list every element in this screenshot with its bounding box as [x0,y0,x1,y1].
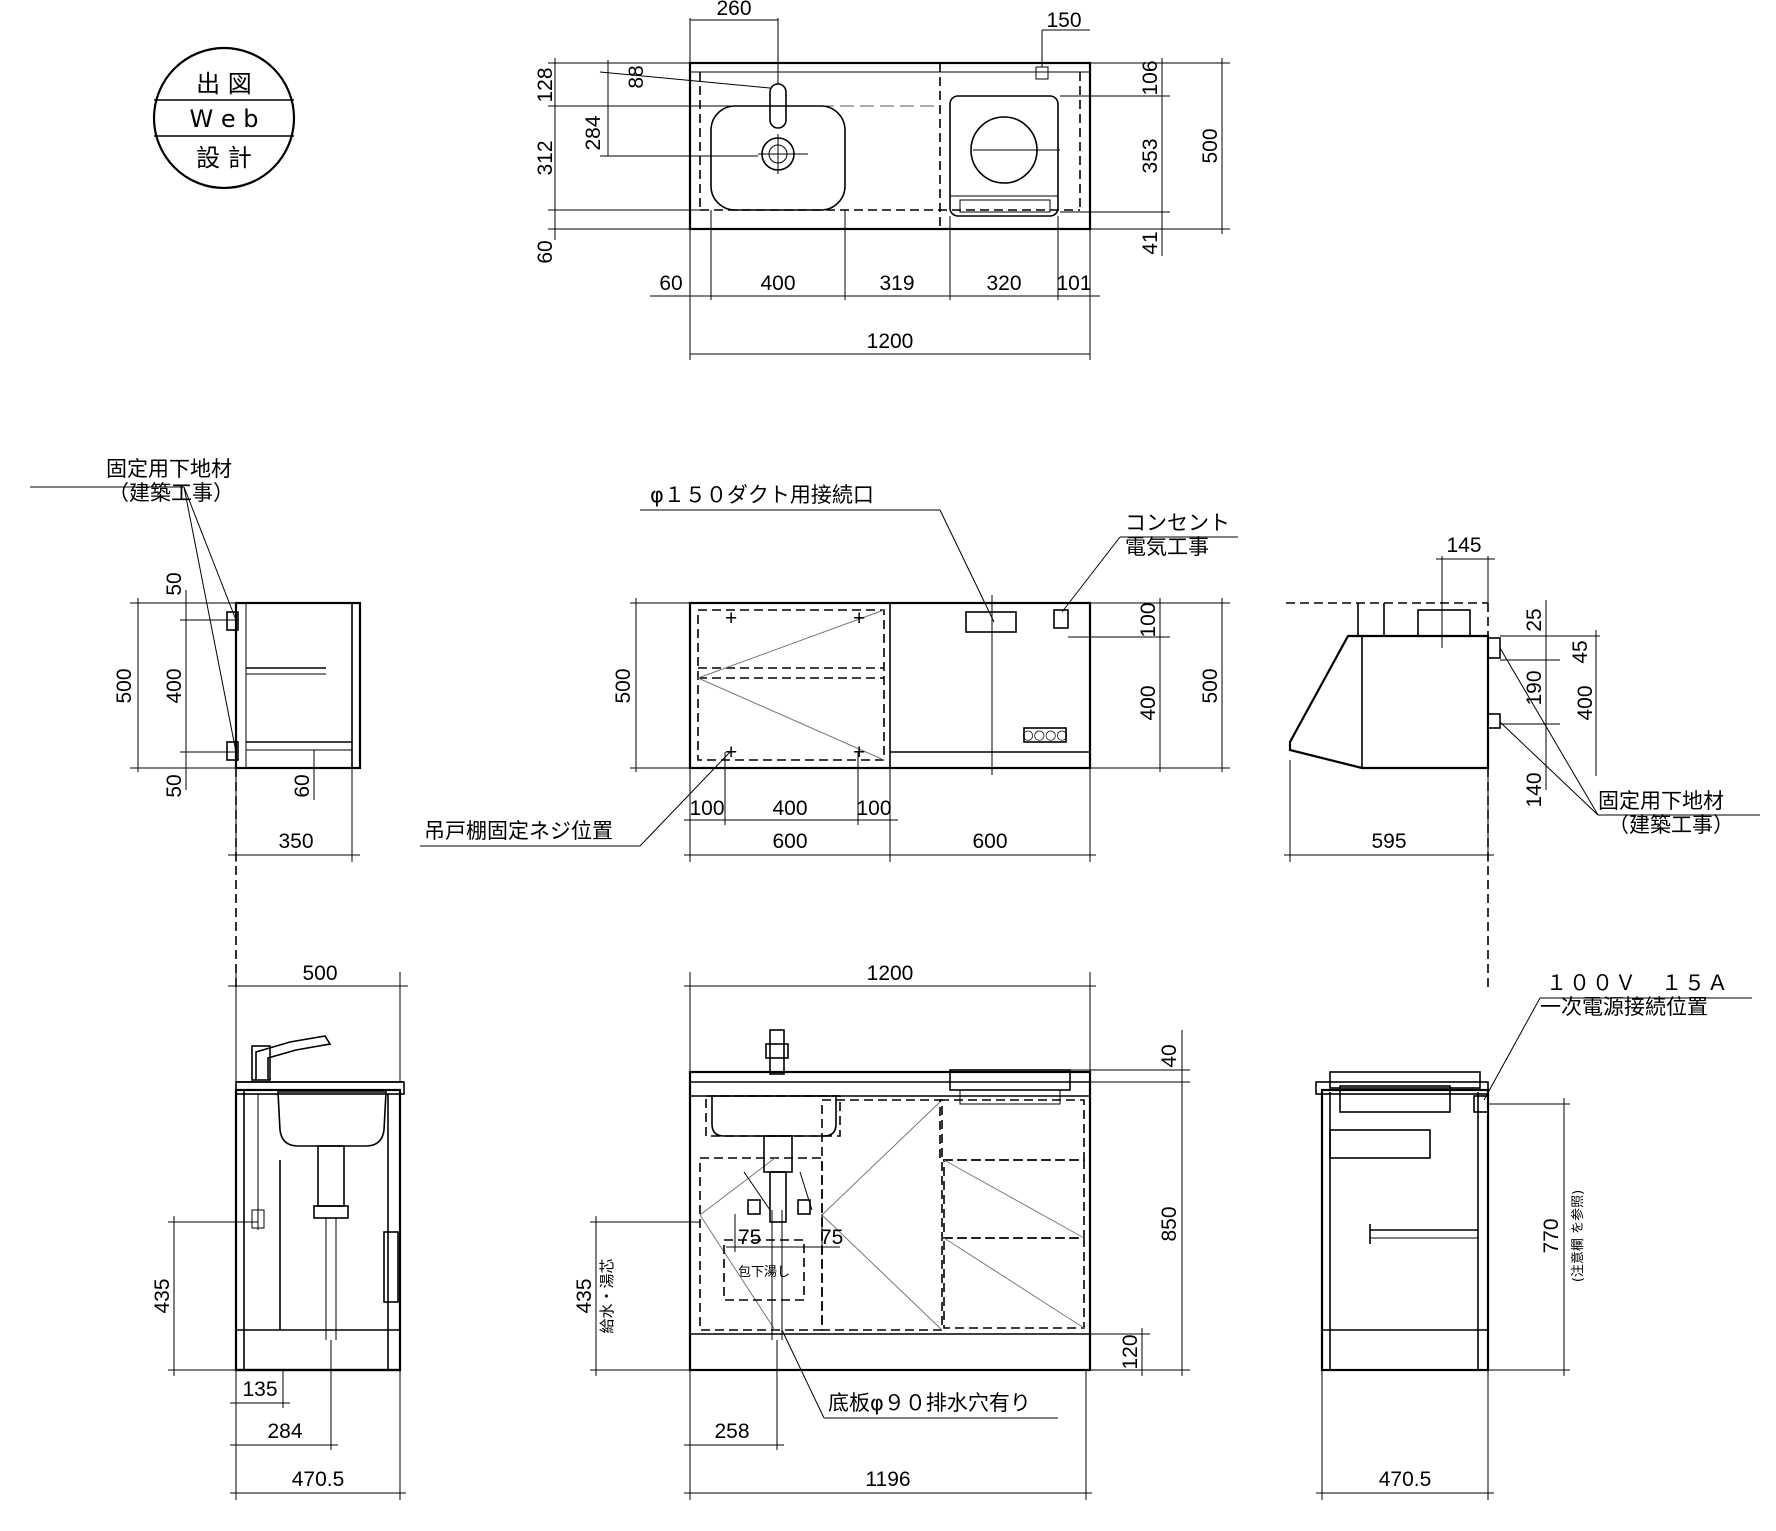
hood-side-view: 145 25 45 190 400 140 固定用下地材 （建築工事） 595 [1284,534,1760,862]
outlet-plan [1035,66,1049,80]
dimension-label: 600 [772,830,807,853]
dimension-label: 400 [1574,685,1597,720]
web-design-stamp: 出 図 W e b 設 計 [152,46,296,190]
stamp-line1: 出 図 [196,70,252,98]
pkg-label: 包下湯し [738,1265,790,1280]
dimension-label: 50 [163,572,186,595]
svg-text:+: + [853,741,865,764]
outlet-label: コンセント [1125,511,1230,535]
svg-text:+: + [725,607,737,630]
dimension-label: 470.5 [1379,1468,1432,1491]
sink-section [277,1091,387,1147]
dimension-label: 100 [1137,602,1160,637]
dimension-label: （建築工事） [108,481,234,505]
dimension-label: 350 [278,830,313,853]
dimension-label: 595 [1371,830,1406,853]
dimension-label: 145 [1446,534,1481,557]
dimension-label: 470.5 [292,1468,345,1491]
power-label: １００Ｖ １５Ａ [1546,971,1730,995]
upper-side-view: 固定用下地材 （建築工事） 500 50 400 50 60 350 [30,457,362,862]
dimension-label: 319 [879,272,914,295]
base-material-right-label: 固定用下地材 [1598,789,1724,813]
cooker-cabinet-side-view: １００Ｖ １５Ａ 一次電源接続位置 770 (注意欄 を参照) 470.5 [1315,971,1752,1500]
dimension-label: 140 [1523,772,1546,807]
svg-text:○○○○: ○○○○ [1022,728,1067,743]
dimension-label: 312 [534,140,557,175]
dimension-label: 電気工事 [1125,535,1209,559]
svg-text:+: + [725,741,737,764]
dimension-label: 150 [1046,9,1081,32]
dimension-label: 一次電源接続位置 [1540,995,1708,1019]
duct-connector [965,611,1017,633]
stamp-line2: W e b [190,105,259,133]
dimension-label: 75 [738,1226,761,1249]
faucet-side [255,1035,332,1080]
dimension-label: 41 [1139,231,1162,254]
stamp-line3: 設 計 [196,144,252,172]
dimension-label: 100 [689,797,724,820]
dimension-label: 75 [820,1226,843,1249]
sink-bowl [710,105,846,211]
dimension-label: 120 [1119,1334,1142,1369]
dimension-label: （建築工事） [1608,813,1734,837]
dimension-label: 25 [1523,608,1546,631]
dimension-label: 60 [291,774,314,797]
dimension-label: 400 [772,797,807,820]
sink-cabinet-front-view: 包下湯し 75 75 1200 40 850 120 435 給水・湯芯 底板φ… [573,962,1190,1500]
dimension-label: 284 [267,1420,302,1443]
dimension-label: 500 [1199,128,1222,163]
water-label: 給水・湯芯 [598,1258,616,1333]
dimension-label: 500 [612,668,635,703]
drain-label: 底板φ９０排水穴有り [828,1391,1031,1415]
dimension-label: 284 [582,115,605,150]
dimension-label: 320 [986,272,1021,295]
dimension-label: 88 [625,65,648,88]
dimension-label: 500 [302,962,337,985]
svg-text:+: + [853,607,865,630]
dimension-label: 190 [1523,670,1546,705]
duct-label: φ１５０ダクト用接続口 [650,483,874,507]
dimension-label: 400 [163,668,186,703]
hood-control [1023,727,1067,743]
dimension-label: 600 [972,830,1007,853]
dimension-label: 1200 [867,962,914,985]
dimension-label: 260 [716,0,751,20]
plan-view: 260 150 128 312 60 88 284 106 353 41 500 [534,0,1230,360]
faucet-front [769,1029,785,1075]
dimension-label: 50 [163,774,186,797]
dimension-label: 40 [1158,1044,1181,1067]
dimension-label: 1196 [865,1468,910,1491]
dimension-label: 128 [534,67,557,102]
dimension-label: 400 [1137,685,1160,720]
dimension-label: 60 [534,240,557,263]
dimension-label: 101 [1056,272,1091,295]
dimension-label: 500 [1199,668,1222,703]
dimension-label: 100 [856,797,891,820]
outlet-front [1053,609,1069,629]
note-ref-label: (注意欄 を参照) [1570,1190,1586,1282]
dimension-label: 400 [760,272,795,295]
screw-label: 吊戸棚固定ネジ位置 [424,819,613,843]
dimension-label: 60 [659,272,682,295]
upper-front-view: + + + + ○○○○ φ１５０ダクト用接続口 コンセント 電気工事 吊戸棚固… [420,483,1238,862]
ih-cooktop [949,95,1059,217]
dimension-label: 135 [242,1378,277,1401]
base-material-label: 固定用下地材 [106,457,232,481]
dimension-label: 106 [1139,60,1162,95]
dimension-label: 850 [1158,1206,1181,1241]
dimension-label: 770 [1540,1218,1563,1253]
dimension-label: 45 [1569,640,1592,663]
dimension-label: 500 [113,668,136,703]
dimension-label: 435 [151,1278,174,1313]
dimension-label: 353 [1139,138,1162,173]
dimension-label: 258 [714,1420,749,1443]
sink-cabinet-side-view: 500 435 135 284 470.5 [151,962,408,1500]
dimension-label: 1200 [867,330,914,353]
dimension-label: 435 [573,1278,596,1313]
